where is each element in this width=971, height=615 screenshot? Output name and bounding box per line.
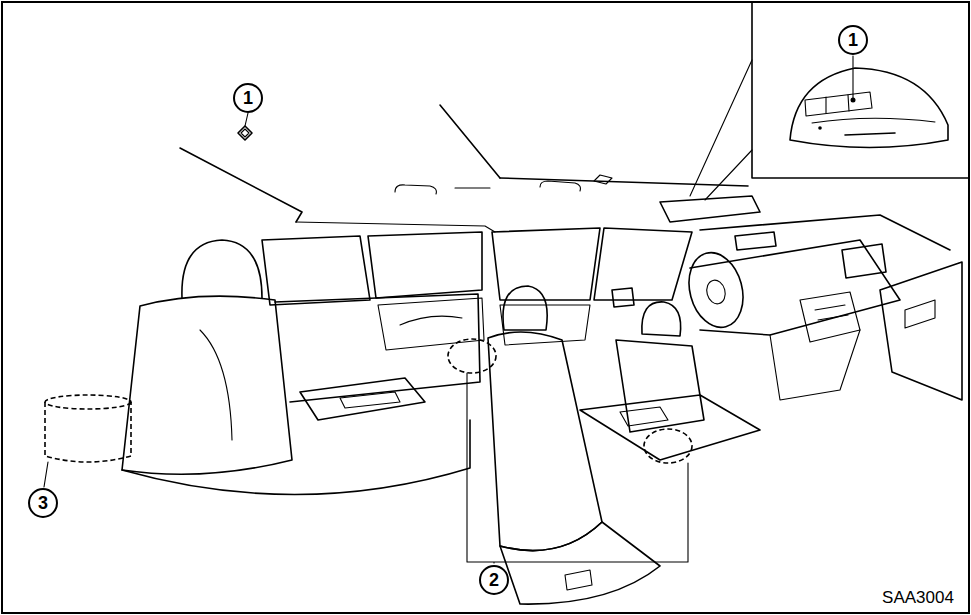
roof-lines (180, 105, 748, 232)
center-console (580, 395, 760, 460)
callout-number: 1 (838, 25, 868, 55)
rear-view-mirror (735, 232, 776, 250)
figure-code: SAA3004 (882, 588, 954, 608)
door-panels (378, 262, 962, 400)
rear-seats (122, 240, 480, 495)
callout-markers (44, 113, 692, 563)
overhead-console-detail (790, 56, 948, 148)
callout-number: 2 (479, 565, 509, 595)
callout-number: 3 (28, 488, 58, 518)
inset-frame (752, 2, 968, 178)
overhead-console (660, 196, 760, 222)
inset-pointer (690, 60, 752, 200)
dashboard (681, 240, 900, 400)
callout-number: 1 (233, 83, 263, 113)
windows (262, 215, 950, 307)
front-seats (488, 286, 704, 604)
